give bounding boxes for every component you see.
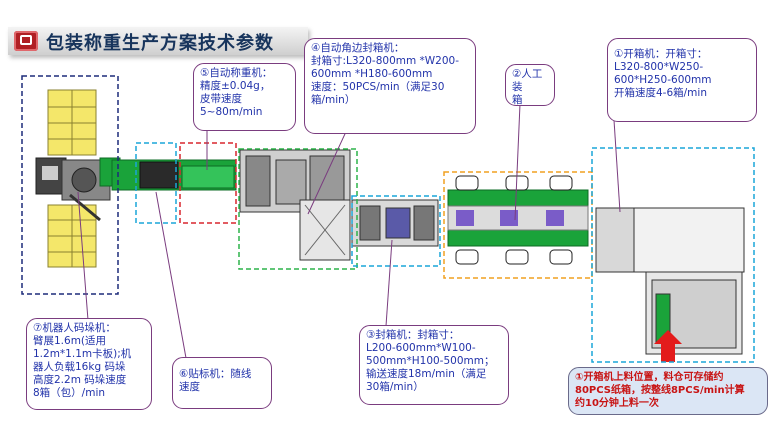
zone-tape-sealer	[351, 195, 441, 267]
feed-note-line-2: 80PCS纸箱，按整线8PCS/min计算	[575, 385, 745, 396]
corner-sealer-line-4: 速度：50PCS/min（满足30	[311, 81, 445, 93]
callout-feed-note: ①开箱机上料位置，料仓可存储约 80PCS纸箱，按整线8PCS/min计算 约1…	[568, 367, 768, 415]
corner-sealer-line-1: ④自动角边封箱机：	[311, 42, 405, 54]
callout-palletizer: ⑦机器人码垛机： 臂展1.6m(适用 1.2m*1.1m卡板);机 器人负载16…	[26, 318, 152, 410]
manual-line-2: 箱	[512, 94, 523, 106]
callout-case-erector: ①开箱机：开箱寸： L320-800*W250- 600*H250-600mm …	[607, 38, 757, 122]
sealer-line-5: 30箱/min）	[366, 381, 424, 393]
title-bar	[8, 27, 308, 55]
weigher-unit	[181, 165, 235, 189]
corner-sealer-unit	[239, 149, 351, 261]
erector-line-1: ①开箱机：开箱寸：	[614, 48, 708, 60]
palletizer-line-4: 器人负载16kg 码垛	[33, 361, 126, 373]
corner-sealer-line-2: 封箱寸:L320-800mm *W200-	[311, 55, 460, 67]
zone-palletizer	[21, 75, 119, 295]
pallet-stack-top	[47, 89, 97, 156]
corner-sealer-line-3: 600mm *H180-600mm	[311, 68, 433, 80]
weigher-line-1: ⑤自动称重机：	[200, 67, 273, 79]
zone-weigher	[179, 142, 237, 224]
zone-case-erector	[591, 147, 755, 363]
sealer-line-1: ③封箱机：封箱寸：	[366, 329, 460, 341]
erector-line-3: 600*H250-600mm	[614, 74, 712, 86]
sealer-line-3: 500mm*H100-500mm；	[366, 355, 495, 367]
callout-weigher: ⑤自动称重机： 精度±0.04g， 皮带速度 5~80m/min	[193, 63, 296, 131]
zone-labeler	[135, 142, 177, 224]
corner-sealer-line-5: 箱/min）	[311, 94, 356, 106]
feed-note-line-1: ①开箱机上料位置，料仓可存储约	[575, 372, 724, 383]
callout-manual-packing: ②人工装 箱	[505, 64, 555, 106]
palletizer-line-5: 高度2.2m 码垛速度	[33, 374, 127, 386]
callout-tape-sealer: ③封箱机：封箱寸： L200-600mm*W100- 500mm*H100-50…	[359, 325, 509, 405]
labeler-unit	[139, 161, 179, 189]
weigher-line-4: 5~80m/min	[200, 106, 263, 118]
manual-packing-station	[447, 175, 589, 265]
labeler-line-1: ⑥贴标机：随线	[179, 368, 252, 380]
feed-note-line-3: 约10分钟上料一次	[575, 398, 659, 409]
sealer-line-2: L200-600mm*W100-	[366, 342, 476, 354]
robot-palletizer	[35, 157, 121, 222]
leader-lines	[77, 103, 621, 359]
erector-line-4: 开箱速度4-6箱/min	[614, 87, 707, 99]
palletizer-line-2: 臂展1.6m(适用	[33, 335, 107, 347]
callout-labeler: ⑥贴标机：随线 速度	[172, 357, 272, 409]
palletizer-line-6: 8箱（包）/min	[33, 387, 106, 399]
weigher-line-2: 精度±0.04g，	[200, 80, 271, 92]
briefcase-icon	[14, 31, 38, 51]
callout-corner-sealer: ④自动角边封箱机： 封箱寸:L320-800mm *W200- 600mm *H…	[304, 38, 476, 134]
manual-line-1: ②人工装	[512, 68, 543, 93]
labeler-line-2: 速度	[179, 381, 200, 393]
palletizer-line-3: 1.2m*1.1m卡板);机	[33, 348, 132, 360]
palletizer-line-1: ⑦机器人码垛机：	[33, 322, 116, 334]
feed-arrow	[654, 330, 682, 362]
pallet-stack-bottom	[47, 204, 97, 268]
weigher-line-3: 皮带速度	[200, 93, 242, 105]
erector-line-2: L320-800*W250-	[614, 61, 704, 73]
page-title: 包装称重生产方案技术参数	[46, 33, 274, 54]
sealer-line-4: 输送速度18m/min（满足	[366, 368, 487, 380]
tape-sealer-unit	[351, 199, 439, 247]
zone-corner-sealer	[238, 148, 358, 270]
